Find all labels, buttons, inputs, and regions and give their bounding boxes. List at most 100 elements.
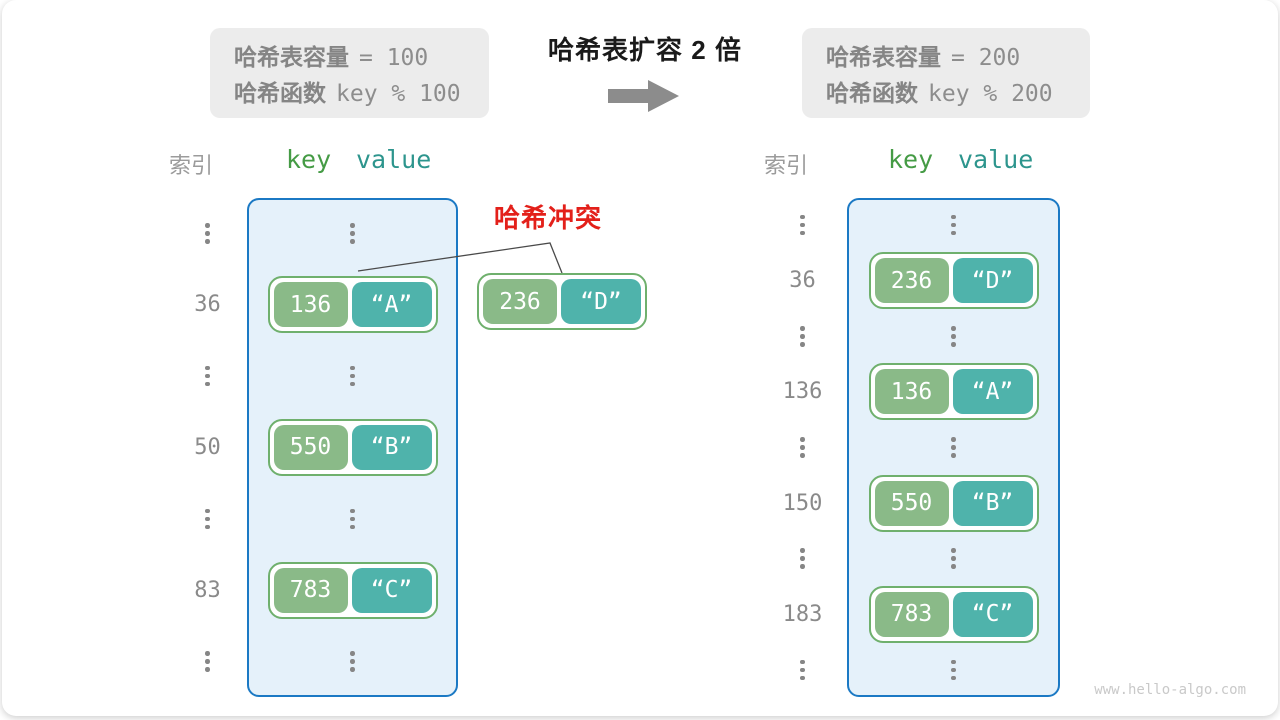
index-column-header-before: 索引 <box>169 153 214 178</box>
index-cell: 83 <box>194 577 221 603</box>
value-box: “A” <box>351 282 432 328</box>
key-box: 136 <box>273 282 348 328</box>
key-value-pair: 783“C” <box>868 585 1039 643</box>
vertical-ellipsis-icon <box>951 326 956 347</box>
vertical-ellipsis-icon <box>800 437 805 458</box>
pair-cell <box>247 508 458 530</box>
value-box: “B” <box>351 424 432 470</box>
pair-cell <box>247 651 458 672</box>
index-cell <box>758 326 847 347</box>
vertical-ellipsis-icon <box>350 651 355 672</box>
capacity-info-box-before: 哈希表容量 = 100 哈希函数 key % 100 <box>210 28 489 118</box>
key-box: 236 <box>483 279 557 324</box>
value-box: “A” <box>952 369 1033 415</box>
capacity-label: 哈希表容量 <box>234 44 349 70</box>
key-value-pair: 136“A” <box>868 363 1039 421</box>
ellipsis-row <box>758 198 1060 252</box>
ellipsis-row <box>758 643 1060 697</box>
pair-cell <box>847 659 1060 681</box>
capacity-value: = 100 <box>359 45 429 71</box>
pair-cell <box>247 223 458 244</box>
bucket-row: 150 550“B” <box>758 474 1060 532</box>
right-arrow-icon <box>608 79 680 113</box>
key-box: 550 <box>874 480 949 526</box>
bucket-row: 83 783“C” <box>168 554 458 625</box>
capacity-line: 哈希表容量= 200 <box>826 41 1090 77</box>
vertical-ellipsis-icon <box>951 437 956 458</box>
vertical-ellipsis-icon <box>205 508 210 530</box>
index-cell <box>168 508 247 530</box>
key-value-pair: 136“A” <box>267 276 438 334</box>
value-box: “D” <box>561 279 641 324</box>
vertical-ellipsis-icon <box>205 223 210 244</box>
hash-function-line: 哈希函数 key % 100 <box>234 77 489 113</box>
key-value-pair: 236“D” <box>868 252 1039 310</box>
index-cell: 36 <box>194 292 221 318</box>
value-box: “C” <box>351 567 432 613</box>
expand-title: 哈希表扩容 2 倍 <box>548 35 742 65</box>
ellipsis-row <box>168 626 458 697</box>
index-cell: 183 <box>782 601 823 627</box>
vertical-ellipsis-icon <box>800 659 805 681</box>
ellipsis-row <box>168 341 458 412</box>
ellipsis-row <box>168 198 458 269</box>
ellipsis-row <box>758 309 1060 363</box>
key-column-header-before: key <box>286 145 332 174</box>
index-cell: 36 <box>789 268 816 294</box>
value-column-header-before: value <box>356 145 432 174</box>
key-column-header-after: key <box>888 145 934 174</box>
vertical-ellipsis-icon <box>800 214 805 236</box>
key-box: 136 <box>874 369 949 415</box>
ellipsis-row <box>758 420 1060 474</box>
capacity-line: 哈希表容量 = 100 <box>234 41 489 77</box>
key-box: 236 <box>874 258 949 304</box>
index-cell <box>758 548 847 569</box>
hash-function-value: key % 100 <box>336 81 461 107</box>
index-cell: 150 <box>782 490 823 516</box>
collision-key-value-pair: 236 “D” <box>477 273 647 330</box>
index-cell: 136 <box>782 379 823 405</box>
ellipsis-row <box>168 483 458 554</box>
key-value-pair: 550“B” <box>868 474 1039 532</box>
index-cell <box>758 437 847 458</box>
key-box: 783 <box>273 567 348 613</box>
bucket-row: 36 136“A” <box>168 269 458 340</box>
index-cell <box>758 214 847 236</box>
index-column-header-after: 索引 <box>764 153 809 178</box>
vertical-ellipsis-icon <box>800 326 805 347</box>
value-box: “C” <box>952 591 1033 637</box>
pair-cell: 236“D” <box>847 252 1060 310</box>
index-cell <box>168 651 247 672</box>
capacity-value: = 200 <box>951 45 1021 71</box>
pair-cell <box>847 214 1060 236</box>
vertical-ellipsis-icon <box>800 548 805 569</box>
vertical-ellipsis-icon <box>350 223 355 244</box>
rows-before: 36 136“A” 50 550“B” 83 783“C” <box>168 198 458 697</box>
value-column-header-after: value <box>958 145 1034 174</box>
key-value-pair: 783“C” <box>267 561 438 619</box>
bucket-row: 183 783“C” <box>758 585 1060 643</box>
vertical-ellipsis-icon <box>951 548 956 569</box>
hash-table-before: 36 136“A” 50 550“B” 83 783“C” <box>168 198 458 697</box>
bucket-row: 50 550“B” <box>168 412 458 483</box>
hash-function-label: 哈希函数 <box>826 80 918 106</box>
bucket-row: 36 236“D” <box>758 252 1060 310</box>
index-cell: 50 <box>194 434 221 460</box>
vertical-ellipsis-icon <box>350 365 355 387</box>
key-box: 550 <box>273 424 348 470</box>
pair-cell: 550“B” <box>247 418 458 476</box>
vertical-ellipsis-icon <box>951 214 956 236</box>
index-cell <box>758 659 847 681</box>
value-box: “B” <box>952 480 1033 526</box>
index-cell <box>168 365 247 387</box>
hash-function-label: 哈希函数 <box>234 80 326 106</box>
ellipsis-row <box>758 532 1060 586</box>
vertical-ellipsis-icon <box>350 508 355 530</box>
key-value-pair: 550“B” <box>267 418 438 476</box>
